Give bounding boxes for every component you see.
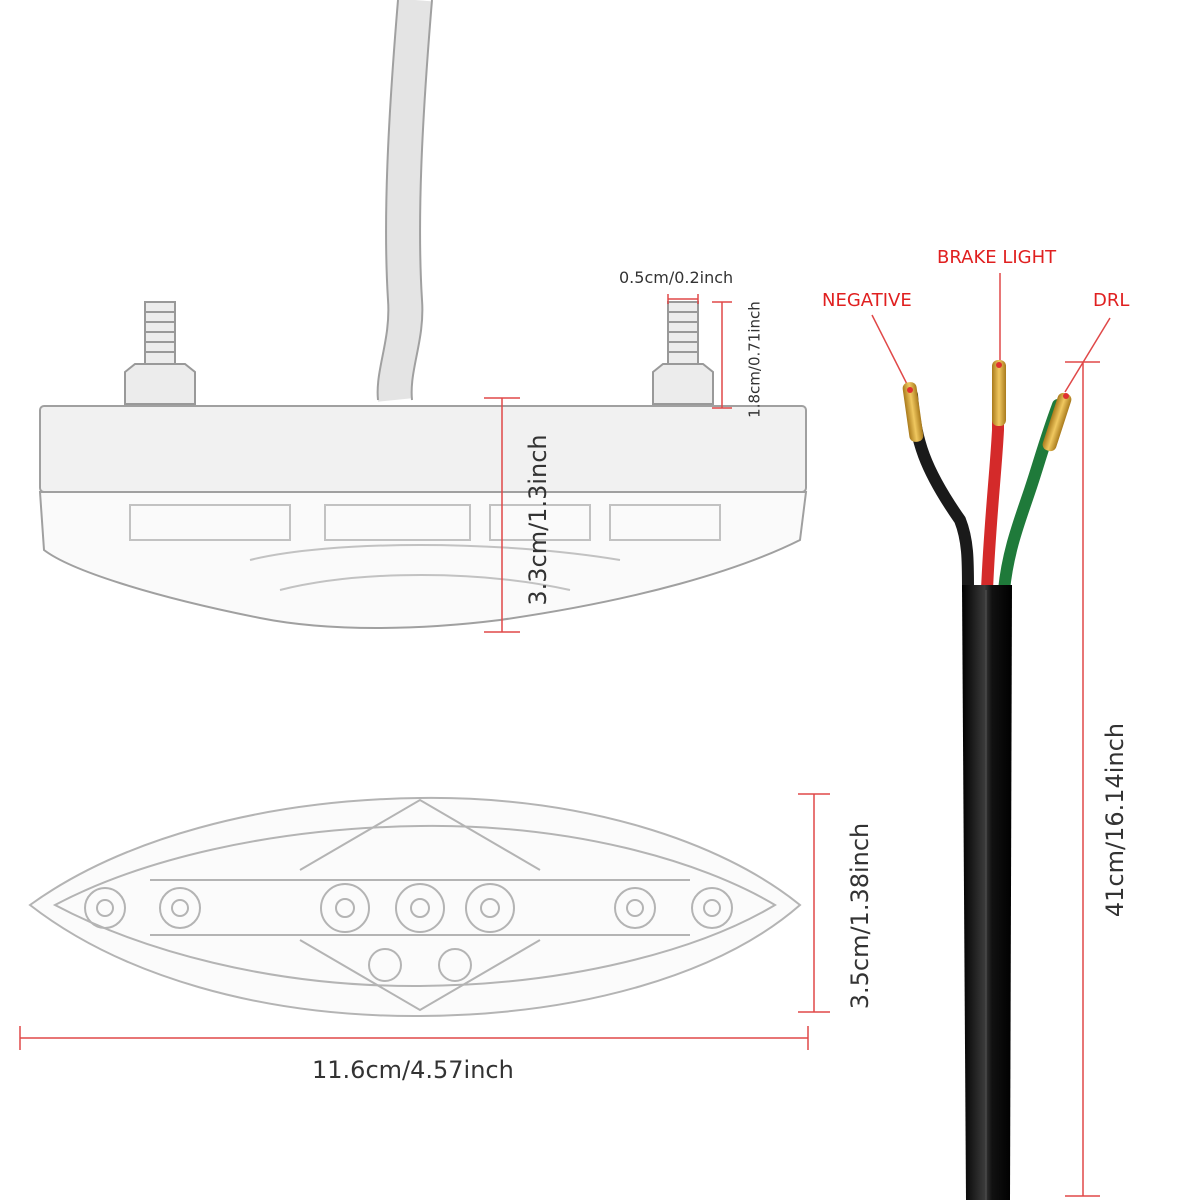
front-height-label: 3.5cm/1.38inch (846, 822, 874, 1010)
bolt-height-label: 1.8cm/0.71inch (745, 301, 764, 418)
brake-light-wire-label: BRAKE LIGHT (937, 247, 1057, 268)
cable-length-label: 41cm/16.14inch (1101, 722, 1129, 918)
front-width-label: 11.6cm/4.57inch (312, 1056, 514, 1084)
front-view-sketch (28, 796, 802, 1018)
negative-wire-label: NEGATIVE (822, 290, 912, 311)
dimension-lines (19, 273, 1111, 1197)
side-height-label: 3.3cm/1.3inch (524, 434, 552, 606)
side-view-sketch (38, 0, 808, 629)
wire-cable (902, 360, 1072, 1200)
drl-wire-label: DRL (1093, 290, 1130, 311)
bolt-width-label: 0.5cm/0.2inch (619, 268, 734, 287)
